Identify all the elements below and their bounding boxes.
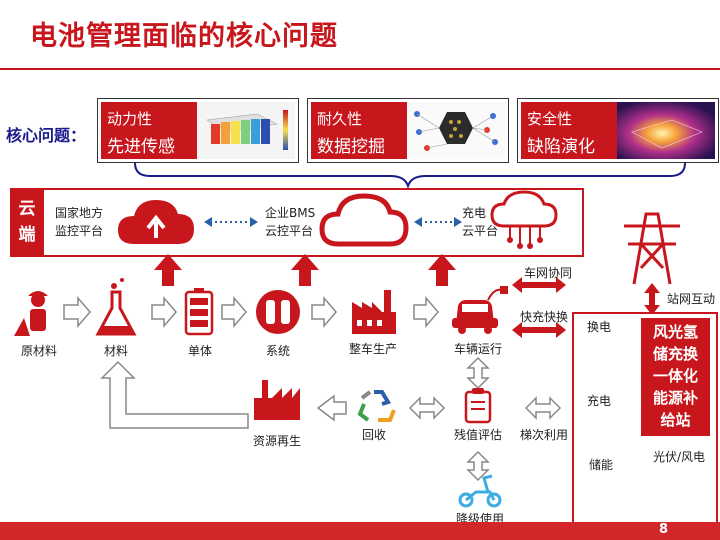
battery-system-icon [256, 290, 300, 334]
cloud-node-line: 企业BMS [265, 206, 316, 220]
label-station-grid: 站网互动 [666, 292, 715, 306]
data-mining-network-image [407, 102, 505, 159]
cloud-node-line: 云平台 [462, 224, 499, 238]
energy-station-title: 风光氢 储充换 一体化 能源补 给站 [641, 318, 710, 436]
cloud-node-enterprise: 企业BMS 云控平台 [265, 204, 315, 240]
cloud-node-national: 国家地方 监控平台 [55, 204, 103, 240]
scooter-icon [458, 474, 502, 508]
cloud-upload-icon [118, 200, 194, 244]
cloud-network-icon [490, 190, 558, 249]
station-title-line: 能源补 [652, 389, 698, 407]
label-charge: 充电 [586, 394, 611, 408]
label-cascade-use: 梯次利用 [519, 428, 568, 442]
label-material: 材料 [103, 344, 128, 358]
battery-cell-icon [184, 288, 214, 336]
document-check-icon [464, 388, 492, 424]
recycle-icon [357, 390, 396, 422]
cloud-node-line: 充电 [462, 206, 487, 220]
label-residual-evaluation: 残值评估 [453, 428, 502, 442]
issue-card-power: 动力性 先进传感 [97, 98, 299, 163]
footer-bar [0, 522, 720, 540]
label-fast-charge-swap: 快充快换 [519, 310, 568, 324]
thermal-defect-image [617, 102, 715, 159]
issue-title: 安全性 [527, 110, 573, 128]
page-number: 8 [658, 522, 668, 537]
cloud-node-line: 国家地方 [55, 206, 104, 220]
ev-car-icon [452, 286, 508, 334]
issue-subtitle: 先进传感 [107, 137, 175, 157]
cloud-layer-box [10, 188, 584, 257]
issue-subtitle: 数据挖掘 [317, 137, 385, 157]
return-arrow [100, 360, 249, 429]
label-raw-material: 原材料 [20, 344, 57, 358]
chain-arrows [63, 295, 439, 329]
label-storage: 储能 [588, 458, 613, 472]
factory-icon [352, 290, 396, 334]
worker-icon [14, 291, 48, 336]
flask-icon [95, 278, 137, 336]
station-title-line: 储充换 [652, 345, 698, 363]
label-resource-regeneration: 资源再生 [252, 434, 301, 448]
station-title-line: 一体化 [652, 367, 698, 385]
issue-title: 耐久性 [317, 110, 363, 128]
label-system: 系统 [265, 344, 290, 358]
sensing-heatmap-image [197, 102, 295, 159]
cloud-node-line: 云控平台 [265, 224, 314, 238]
issue-card-durability: 耐久性 数据挖掘 [307, 98, 509, 163]
issue-subtitle: 缺陷演化 [527, 137, 595, 157]
label-cell: 单体 [187, 344, 212, 358]
station-title-line: 风光氢 [652, 323, 698, 341]
cloud-tag-line: 端 [18, 225, 36, 245]
station-title-line: 给站 [660, 411, 691, 429]
title-divider [0, 68, 720, 70]
cloud-layer-tag: 云 端 [10, 188, 44, 257]
horizontal-arrows [316, 394, 562, 422]
label-vehicle-operation: 车辆运行 [453, 342, 502, 356]
label-recycle: 回收 [361, 428, 386, 442]
label-pv-wind: 光伏/风电 [652, 450, 706, 464]
label-swap: 换电 [586, 320, 611, 334]
label-vehicle-production: 整车生产 [348, 342, 397, 356]
power-tower-icon [624, 212, 680, 285]
issue-title: 动力性 [107, 110, 153, 128]
regen-factory-icon [254, 380, 300, 420]
core-issues-label: 核心问题： [6, 126, 87, 145]
cloud-outline-icon [319, 193, 409, 247]
upload-arrows [154, 254, 456, 286]
vertical-arrows [466, 356, 490, 482]
page-title: 电池管理面临的核心问题 [30, 21, 338, 52]
cloud-node-line: 监控平台 [55, 224, 104, 238]
issue-card-safety: 安全性 缺陷演化 [517, 98, 719, 163]
cloud-tag-line: 云 [18, 199, 36, 219]
label-v2g: 车网协同 [523, 266, 572, 280]
cloud-node-charging: 充电 云平台 [462, 204, 498, 240]
station-link-arrows [512, 277, 660, 338]
